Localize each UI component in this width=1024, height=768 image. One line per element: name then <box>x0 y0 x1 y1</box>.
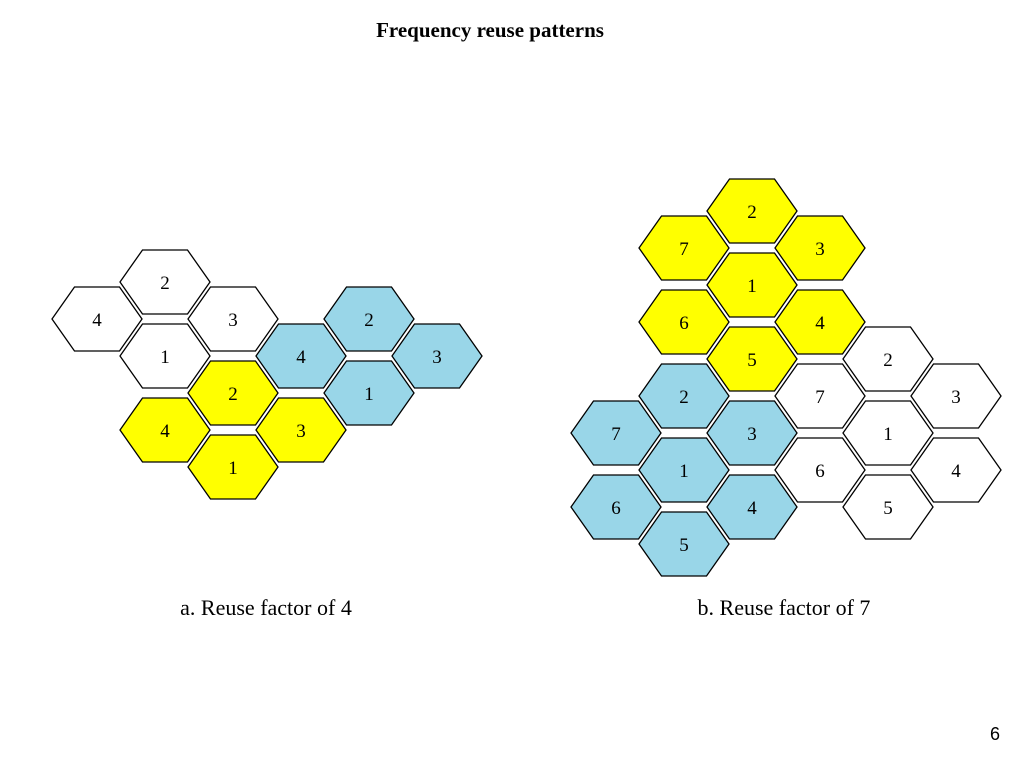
hex-cell-reuse-7-20 <box>842 474 934 540</box>
hex-cell-label: 2 <box>228 384 238 405</box>
hex-cell-label: 1 <box>747 276 757 297</box>
caption-reuse-factor-4: a. Reuse factor of 4 <box>180 595 352 620</box>
hex-cell-reuse-7-8 <box>570 400 662 466</box>
hex-cell-label: 4 <box>92 310 102 331</box>
reuse-factor-4-diagram: 4 2 1 3 4 2 1 3 4 2 1 3 <box>51 249 483 500</box>
hex-cell-label: 4 <box>951 461 961 482</box>
hex-cell-reuse-4-7 <box>255 397 347 463</box>
hex-cell-reuse-4-4 <box>119 397 211 463</box>
hex-cell-reuse-7-15 <box>774 363 866 429</box>
hex-cell-label: 1 <box>228 458 238 479</box>
hex-cell-reuse-7-7 <box>638 363 730 429</box>
hex-cell-reuse-7-2 <box>774 215 866 281</box>
hex-cell-label: 2 <box>160 273 170 294</box>
slide-title: Frequency reuse patterns <box>376 18 604 42</box>
hex-cell-reuse-7-0 <box>706 178 798 244</box>
hex-cell-label: 5 <box>883 498 893 519</box>
slide-number: 6 <box>989 724 1000 744</box>
hex-cell-label: 3 <box>747 424 757 445</box>
hex-cell-reuse-7-11 <box>570 474 662 540</box>
hex-cell-reuse-4-5 <box>187 360 279 426</box>
hex-cell-label: 2 <box>883 350 893 371</box>
hex-cell-label: 6 <box>815 461 825 482</box>
hex-cell-reuse-4-8 <box>255 323 347 389</box>
hex-cell-reuse-7-13 <box>638 511 730 577</box>
hex-cell-reuse-4-1 <box>119 249 211 315</box>
hex-cell-reuse-7-14 <box>842 326 934 392</box>
hex-cell-label: 7 <box>611 424 621 445</box>
caption-reuse-factor-7: b. Reuse factor of 7 <box>697 595 871 620</box>
hex-cell-reuse-7-18 <box>774 437 866 503</box>
hex-cell-label: 7 <box>679 239 689 260</box>
hex-cell-reuse-7-9 <box>706 400 798 466</box>
hex-cell-label: 4 <box>160 421 170 442</box>
hex-cell-reuse-4-3 <box>187 286 279 352</box>
hex-cell-reuse-4-9 <box>323 286 415 352</box>
hex-cell-label: 4 <box>296 347 306 368</box>
hex-cell-label: 3 <box>228 310 238 331</box>
hex-cell-label: 7 <box>815 387 825 408</box>
hex-cell-reuse-7-16 <box>910 363 1002 429</box>
hex-cell-label: 3 <box>815 239 825 260</box>
hex-cell-reuse-7-4 <box>638 289 730 355</box>
hex-cell-reuse-7-1 <box>638 215 730 281</box>
hex-cell-reuse-7-3 <box>706 252 798 318</box>
hex-cell-label: 6 <box>611 498 621 519</box>
hex-cell-label: 3 <box>951 387 961 408</box>
hex-cell-label: 5 <box>679 535 689 556</box>
hex-cell-label: 4 <box>815 313 825 334</box>
hex-cell-label: 1 <box>160 347 170 368</box>
hex-cell-label: 2 <box>679 387 689 408</box>
reuse-factor-7-diagram: 2 7 3 1 6 4 5 2 7 3 1 6 4 5 2 7 3 1 6 4 5 <box>570 178 1002 577</box>
hex-cell-reuse-4-11 <box>391 323 483 389</box>
hex-cell-label: 6 <box>679 313 689 334</box>
hex-cell-label: 1 <box>364 384 374 405</box>
hex-cell-reuse-4-10 <box>323 360 415 426</box>
hex-cell-reuse-7-19 <box>910 437 1002 503</box>
hex-cell-reuse-7-6 <box>706 326 798 392</box>
hex-cell-label: 5 <box>747 350 757 371</box>
hex-cell-reuse-4-2 <box>119 323 211 389</box>
hex-cell-reuse-7-5 <box>774 289 866 355</box>
hex-cell-reuse-7-12 <box>706 474 798 540</box>
hex-cell-label: 1 <box>883 424 893 445</box>
hex-cell-reuse-7-17 <box>842 400 934 466</box>
hex-cell-label: 1 <box>679 461 689 482</box>
hex-cell-reuse-4-0 <box>51 286 143 352</box>
hex-cell-label: 3 <box>432 347 442 368</box>
hex-cell-label: 3 <box>296 421 306 442</box>
hex-cell-reuse-7-10 <box>638 437 730 503</box>
hex-cell-label: 4 <box>747 498 757 519</box>
hex-cell-label: 2 <box>364 310 374 331</box>
hex-cell-reuse-4-6 <box>187 434 279 500</box>
hex-cell-label: 2 <box>747 202 757 223</box>
